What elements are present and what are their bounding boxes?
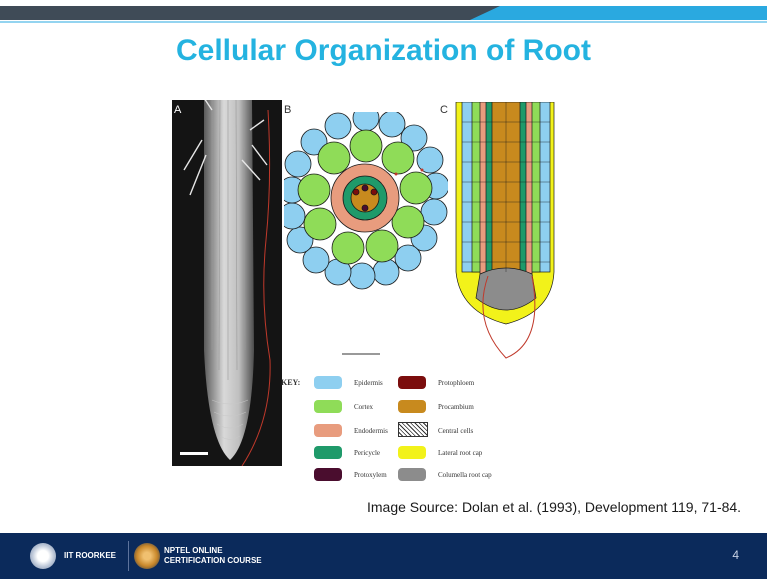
key-swatch-columella-root-cap <box>398 468 426 481</box>
footer-institution: IIT ROORKEE <box>64 551 116 561</box>
key-swatch-lateral-root-cap <box>398 446 426 459</box>
root-micrograph-image <box>172 100 282 466</box>
key-label-protoxylem: Protoxylem <box>354 471 387 479</box>
image-source-caption: Image Source: Dolan et al. (1993), Devel… <box>367 499 741 515</box>
key-label-pericycle: Pericycle <box>354 449 380 457</box>
key-swatch-protoxylem <box>314 468 342 481</box>
panel-b-cross-section <box>284 112 448 358</box>
key-label-columella-root-cap: Columella root cap <box>438 471 492 479</box>
panel-label-a: A <box>174 104 181 116</box>
key-label-cortex: Cortex <box>354 403 373 411</box>
footer-divider <box>128 541 129 571</box>
key-label-protophloem: Protophloem <box>438 379 474 387</box>
page-number: 4 <box>732 548 739 562</box>
key-label-endodermis: Endodermis <box>354 427 388 435</box>
iit-logo-icon <box>30 543 56 569</box>
key-label-epidermis: Epidermis <box>354 379 383 387</box>
slide-title: Cellular Organization of Root <box>0 34 767 68</box>
footer-course-line1: NPTEL ONLINE <box>164 546 223 556</box>
key-label-procambium: Procambium <box>438 403 474 411</box>
footer-bar: IIT ROORKEE NPTEL ONLINE CERTIFICATION C… <box>0 533 767 579</box>
footer-course-line2: CERTIFICATION COURSE <box>164 556 262 566</box>
key-swatch-procambium <box>398 400 426 413</box>
panel-c-longitudinal-section <box>452 102 562 364</box>
panel-a-root-micrograph <box>172 100 282 466</box>
key-swatch-endodermis <box>314 424 342 437</box>
key-heading: KEY: <box>281 378 300 387</box>
key-label-central-cells: Central cells <box>438 427 473 435</box>
key-swatch-pericycle <box>314 446 342 459</box>
key-label-lateral-root-cap: Lateral root cap <box>438 449 482 457</box>
key-swatch-epidermis <box>314 376 342 389</box>
key-swatch-cortex <box>314 400 342 413</box>
nptel-logo-icon <box>134 543 160 569</box>
top-bar <box>0 0 767 28</box>
key-swatch-protophloem <box>398 376 426 389</box>
key-swatch-central-cells <box>398 422 428 437</box>
panel-label-c: C <box>440 104 448 116</box>
